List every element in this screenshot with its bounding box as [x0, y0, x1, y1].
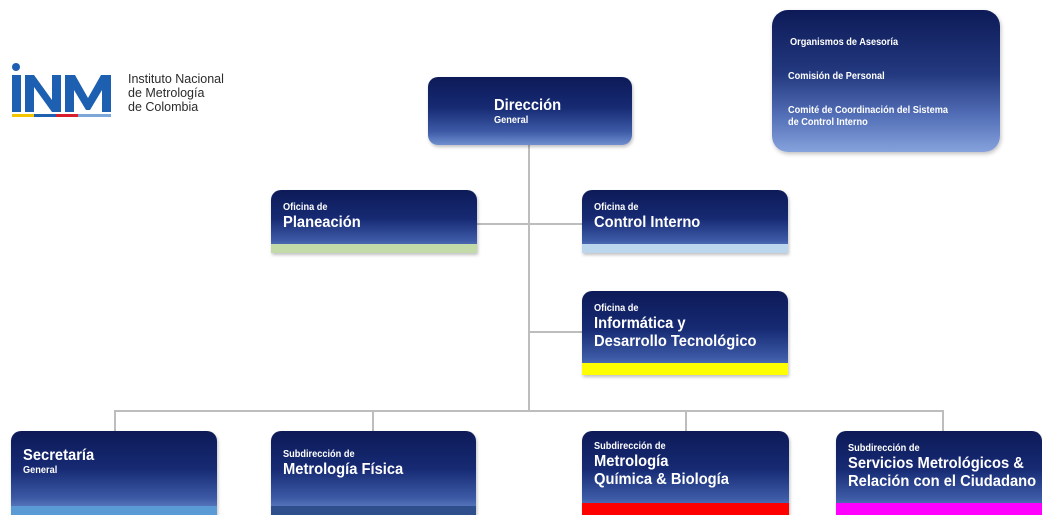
servicios-name-line1: Servicios Metrológicos & [848, 455, 1024, 472]
connector-secretaria [114, 410, 116, 431]
planeacion-color-strip [271, 244, 477, 253]
connector-main-vertical [528, 145, 530, 411]
logo-line-3: de Colombia [128, 100, 199, 114]
node-secretaria-general: Secretaría General [11, 431, 217, 515]
direccion-subtitle: General [494, 115, 529, 126]
node-oficina-control-interno: Oficina de Control Interno [582, 190, 788, 253]
servicios-name-line2: Relación con el Ciudadano [848, 473, 1037, 490]
informatica-name-line1: Informática y [594, 315, 686, 332]
informatica-prefix: Oficina de [594, 303, 639, 314]
connector-fisica [372, 410, 374, 431]
quimica-name-line1: Metrología [594, 453, 669, 470]
connector-horizontal-bus [114, 410, 944, 412]
advisory-item-personal: Comisión de Personal [788, 71, 885, 82]
connector-control [529, 223, 582, 225]
direccion-title: Dirección [494, 97, 562, 114]
logo-text: Instituto Nacional de Metrología de Colo… [128, 72, 224, 114]
planeacion-prefix: Oficina de [283, 202, 328, 213]
secretaria-title: Secretaría [23, 447, 95, 464]
node-oficina-planeacion: Oficina de Planeación [271, 190, 477, 253]
quimica-name-line2: Química & Biología [594, 471, 729, 488]
node-subdireccion-servicios: Subdirección de Servicios Metrológicos &… [836, 431, 1042, 515]
planeacion-name: Planeación [283, 214, 361, 231]
inm-logo-mark [12, 63, 111, 117]
connector-quimica [685, 410, 687, 431]
node-oficina-informatica: Oficina de Informática y Desarrollo Tecn… [582, 291, 788, 375]
fisica-color-strip [271, 506, 476, 515]
control-name: Control Interno [594, 214, 701, 231]
advisory-bodies-box: Organismos de Asesoría Comisión de Perso… [772, 10, 1000, 152]
logo-line-2: de Metrología [128, 86, 205, 100]
quimica-color-strip [582, 503, 789, 515]
inm-logo: Instituto Nacional de Metrología de Colo… [10, 62, 240, 122]
node-subdireccion-fisica: Subdirección de Metrología Física [271, 431, 476, 515]
quimica-prefix: Subdirección de [594, 441, 666, 452]
node-subdireccion-quimica: Subdirección de Metrología Química & Bio… [582, 431, 789, 515]
fisica-name: Metrología Física [283, 461, 404, 478]
informatica-color-strip [582, 363, 788, 375]
servicios-prefix: Subdirección de [848, 443, 920, 454]
advisory-title: Organismos de Asesoría [790, 37, 899, 48]
connector-planeacion [477, 223, 529, 225]
informatica-name-line2: Desarrollo Tecnológico [594, 333, 757, 350]
logo-line-1: Instituto Nacional [128, 72, 224, 86]
secretaria-subtitle: General [23, 465, 58, 476]
control-prefix: Oficina de [594, 202, 639, 213]
control-color-strip [582, 244, 788, 253]
advisory-item-control-line2: de Control Interno [788, 117, 868, 128]
servicios-color-strip [836, 503, 1042, 515]
fisica-prefix: Subdirección de [283, 449, 355, 460]
connector-informatica [529, 331, 582, 333]
advisory-item-control-line1: Comité de Coordinación del Sistema [788, 105, 949, 116]
secretaria-color-strip [11, 506, 217, 515]
connector-servicios [942, 410, 944, 431]
node-direccion-general: Dirección General [428, 77, 632, 145]
